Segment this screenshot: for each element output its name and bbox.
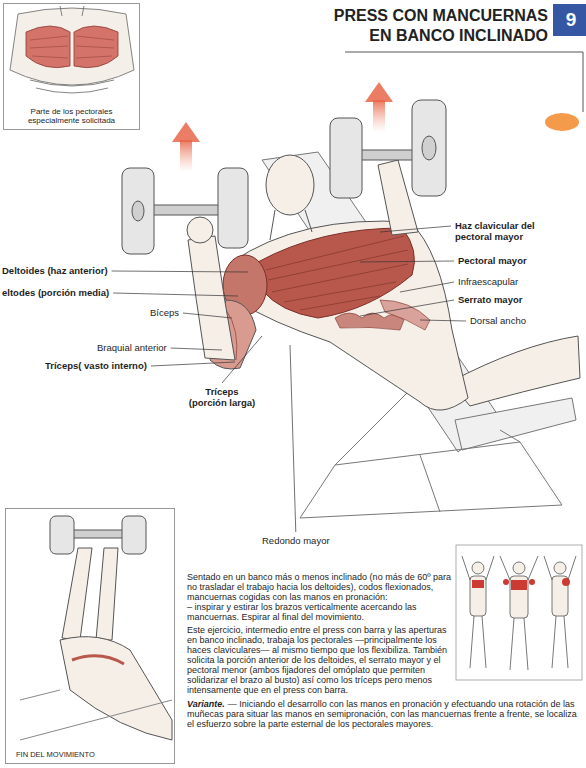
paragraph: Este ejercicio, intermedio entre el pres…	[187, 625, 452, 695]
paragraph: Sentado en un banco más o menos inclinad…	[187, 572, 452, 602]
muscle-label: eltodes (porción media)	[2, 287, 109, 298]
leader-line	[420, 320, 466, 321]
leader-line	[400, 282, 454, 292]
inset-caption: Parte de los pectorales especialmente so…	[10, 107, 133, 125]
paragraph: – inspirar y estirar los brazos vertical…	[187, 602, 452, 622]
leader-line	[360, 300, 454, 316]
leader-line	[113, 293, 238, 296]
muscle-map-figures	[456, 545, 582, 680]
muscle-label: Deltoides (haz anterior)	[2, 265, 108, 276]
muscle-label: Pectoral mayor	[458, 255, 527, 266]
leader-line	[112, 271, 248, 272]
leader-line	[222, 336, 262, 383]
inset-caption: FIN DEL MOVIMIENTO	[16, 750, 168, 759]
leader-lines	[112, 226, 466, 532]
muscle-label: Dorsal ancho	[470, 315, 526, 326]
page-mark	[545, 113, 579, 131]
inset-box: FIN DEL MOVIMIENTO	[5, 508, 175, 764]
muscle-label: Tríceps (porción larga)	[186, 386, 258, 408]
muscle-label: Tríceps( vasto interno)	[45, 360, 147, 371]
muscle-label: Bíceps	[150, 307, 179, 318]
leader-line	[171, 348, 222, 350]
chapter-number: 9	[553, 9, 586, 31]
muscle-label: Redondo mayor	[262, 535, 330, 546]
inset-torso	[10, 6, 134, 93]
leader-line	[360, 261, 454, 262]
variant-paragraph: Variante.— Iniciando el desarrollo con l…	[187, 699, 582, 729]
leg	[450, 336, 580, 406]
body-text: Sentado en un banco más o menos inclinad…	[187, 572, 582, 729]
leader-line	[183, 313, 232, 318]
page-title: PRESS CON MANCUERNAS EN BANCO INCLINADO	[318, 6, 548, 46]
dumbbell	[330, 100, 446, 198]
muscle-label: Infraescapular	[458, 276, 518, 287]
paragraph: — Iniciando el desarrollo con las manos …	[187, 699, 577, 729]
dumbbell	[122, 168, 248, 254]
muscle-label: Braquial anterior	[97, 342, 167, 353]
muscle-label: Haz clavicular del pectoral mayor	[455, 220, 567, 242]
leader-line	[380, 226, 451, 232]
leader-line	[290, 345, 296, 532]
muscle-label: Serrato mayor	[458, 294, 522, 305]
pectoral-muscle	[258, 228, 430, 330]
leader-line	[151, 362, 235, 366]
inset-box: Parte de los pectorales especialmente so…	[3, 3, 140, 130]
variant-heading: Variante.	[187, 699, 225, 709]
end-position-figure	[20, 516, 172, 740]
chapter-number-box: 9	[553, 4, 586, 36]
